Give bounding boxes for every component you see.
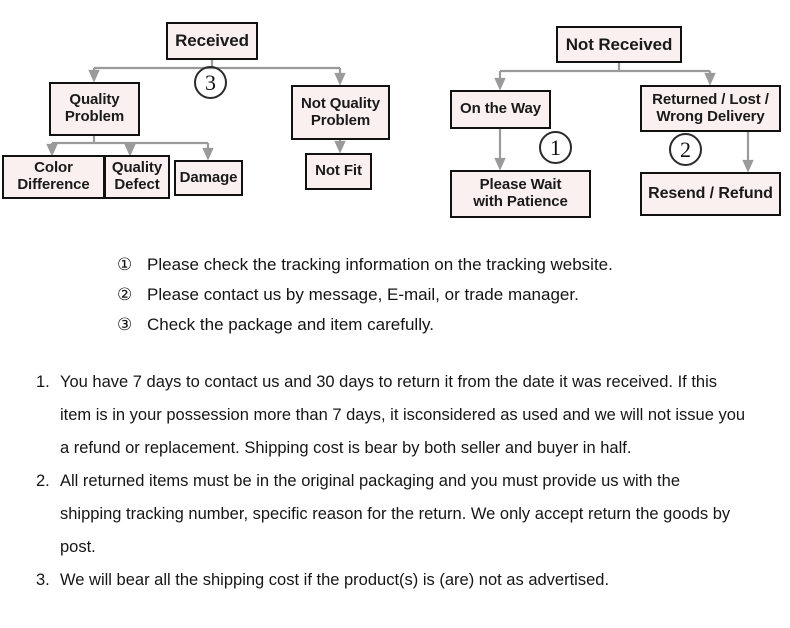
flow-node-returned-lost-wrong-delivery[interactable]: Returned / Lost / Wrong Delivery	[640, 85, 781, 132]
flow-node-resend-refund[interactable]: Resend / Refund	[640, 172, 781, 216]
flow-node-please-wait[interactable]: Please Wait with Patience	[450, 170, 591, 218]
circled-marker-3-icon: 3	[194, 66, 227, 99]
circled-instruction-text: Please contact us by message, E-mail, or…	[147, 285, 579, 304]
policy-number-2: 2.	[36, 472, 50, 490]
flow-node-color-difference[interactable]: Color Difference	[2, 155, 105, 199]
policy-number-3: 3.	[36, 571, 50, 589]
list-item: ② Please contact us by message, E-mail, …	[0, 280, 790, 310]
flow-node-damage[interactable]: Damage	[174, 160, 243, 196]
flowchart-connectors	[46, 60, 754, 173]
list-item: 1. You have 7 days to contact us and 30 …	[0, 366, 790, 465]
circled-marker-2-label: ②	[117, 285, 133, 305]
returns-flowchart: Received Quality Problem Not Quality Pro…	[0, 0, 790, 240]
policy-text-3: We will bear all the shipping cost if th…	[60, 571, 610, 589]
flow-node-not-quality-problem[interactable]: Not Quality Problem	[291, 85, 390, 140]
policy-text-2: All returned items must be in the origin…	[60, 472, 731, 556]
circled-marker-1-icon: 1	[539, 131, 572, 164]
list-item: 3. We will bear all the shipping cost if…	[0, 564, 790, 597]
circled-instruction-text: Check the package and item carefully.	[147, 315, 434, 334]
circled-instructions-list: ① Please check the tracking information …	[0, 250, 790, 340]
return-policy-list: 1. You have 7 days to contact us and 30 …	[0, 366, 790, 597]
policy-number-1: 1.	[36, 373, 50, 391]
policy-text-1: You have 7 days to contact us and 30 day…	[60, 373, 746, 457]
flow-node-quality-defect[interactable]: Quality Defect	[104, 155, 170, 199]
policy-notes: ① Please check the tracking information …	[0, 250, 790, 597]
list-item: ① Please check the tracking information …	[0, 250, 790, 280]
flow-node-on-the-way[interactable]: On the Way	[450, 90, 551, 129]
flow-node-not-fit[interactable]: Not Fit	[305, 153, 372, 190]
flow-node-received[interactable]: Received	[166, 22, 258, 60]
flow-node-not-received[interactable]: Not Received	[556, 26, 682, 63]
circled-instruction-text: Please check the tracking information on…	[147, 255, 613, 274]
circled-marker-1-label: ①	[117, 255, 133, 275]
circled-marker-2-icon: 2	[669, 133, 702, 166]
list-item: ③ Check the package and item carefully.	[0, 310, 790, 340]
circled-marker-3-label: ③	[117, 315, 133, 335]
list-item: 2. All returned items must be in the ori…	[0, 465, 790, 564]
flow-node-quality-problem[interactable]: Quality Problem	[49, 82, 140, 136]
